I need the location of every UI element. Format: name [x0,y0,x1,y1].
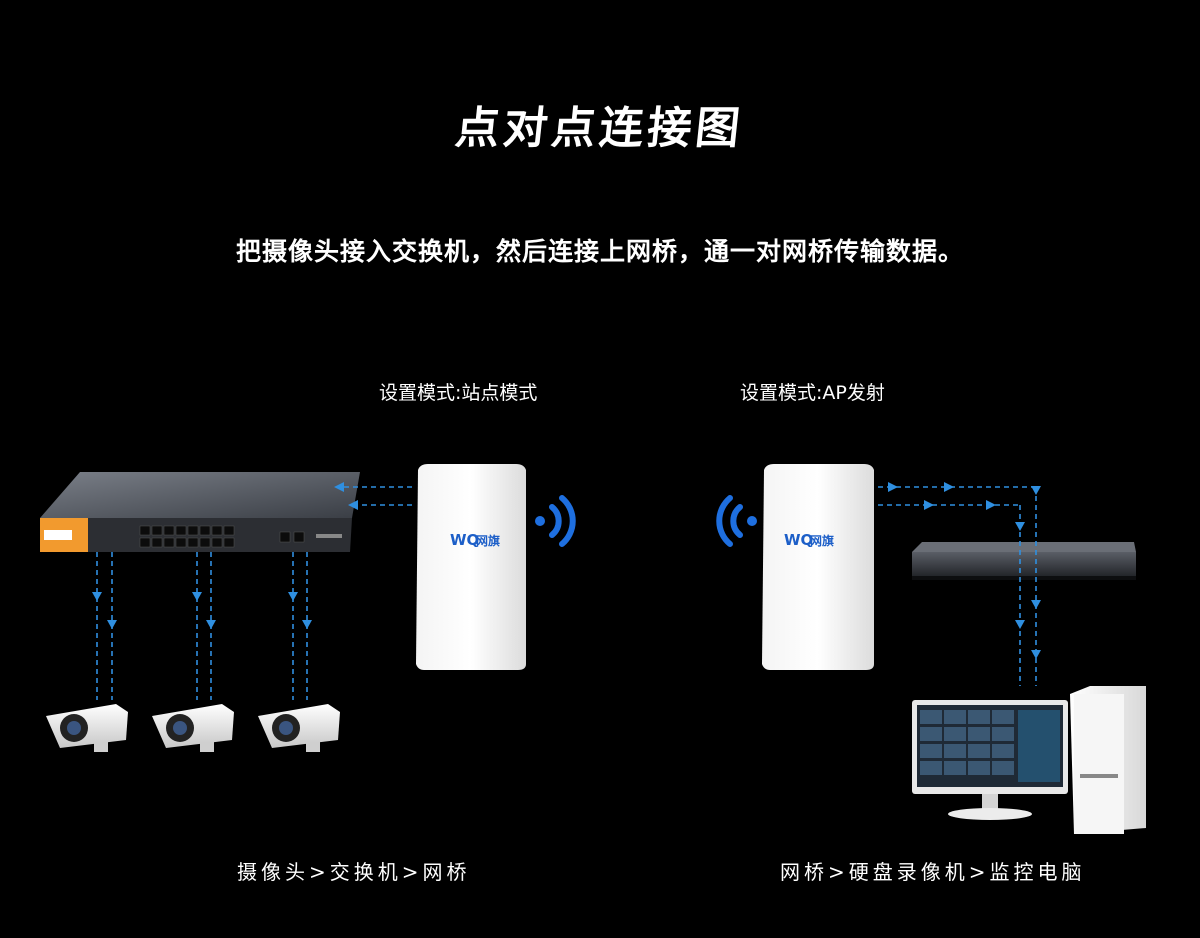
wifi-signal-right-icon [716,495,757,547]
left-mode-label: 设置模式:站点模式 [379,382,538,404]
bridge-right-logo-brand: 网旗 [810,533,834,548]
nvr-recorder [912,542,1136,580]
left-caption: 摄像头>交换机>网桥 [237,860,471,884]
camera-3 [258,704,340,752]
link-arrows [92,482,1041,659]
camera-2 [152,704,234,752]
poe-switch [40,472,360,552]
bridge-right-logo-mark: WQ [784,531,813,549]
bridge-left-logo-mark: WQ [450,531,479,549]
page-subtitle: 把摄像头接入交换机，然后连接上网桥，通一对网桥传输数据。 [235,237,964,266]
monitor-computer [912,700,1068,820]
bridge-left: WQ 网旗 [416,464,526,670]
pc-tower [1070,686,1146,834]
right-caption: 网桥>硬盘录像机>监控电脑 [780,860,1086,884]
camera-1 [46,704,128,752]
right-mode-label: 设置模式:AP发射 [740,382,885,404]
bridge-right: WQ 网旗 [762,464,874,670]
wifi-signal-left-icon [535,495,576,547]
bridge-left-logo-brand: 网旗 [476,533,500,548]
